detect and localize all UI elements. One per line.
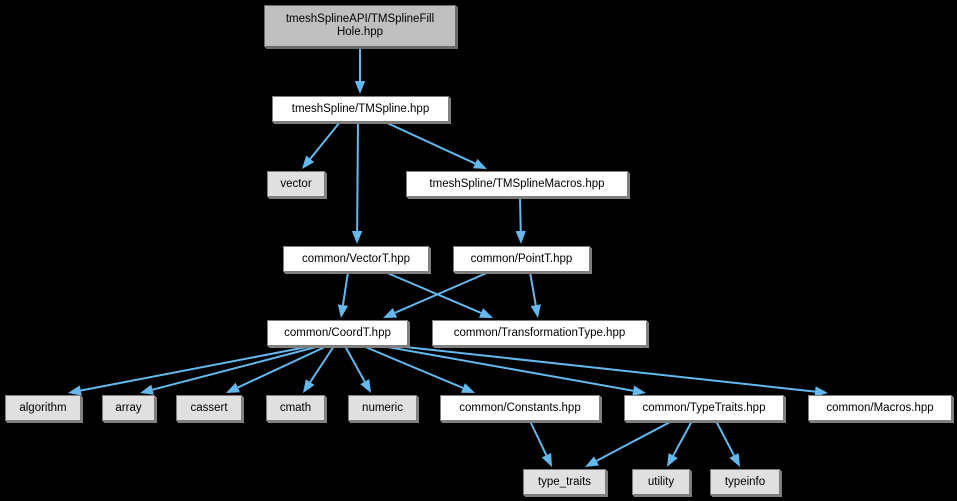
graph-edge-arrowhead xyxy=(667,453,678,467)
graph-edge xyxy=(395,345,816,393)
graph-edge xyxy=(356,121,359,232)
graph-edge-arrowhead xyxy=(515,230,526,244)
graph-node-common-vectort-hpp[interactable]: common/VectorT.hpp xyxy=(283,246,429,272)
graph-node-tmeshsplineapi-tmsplinefill-hole-hpp[interactable]: tmeshSplineAPI/TMSplineFill Hole.hpp xyxy=(264,5,456,47)
graph-edge xyxy=(152,345,321,391)
graph-edge-arrowhead xyxy=(360,379,371,393)
graph-edge-arrowhead xyxy=(337,304,349,318)
graph-node-common-typetraits-hpp[interactable]: common/TypeTraits.hpp xyxy=(624,395,784,421)
graph-edge-arrowhead xyxy=(351,230,363,244)
graph-node-algorithm[interactable]: algorithm xyxy=(5,395,81,421)
graph-edge-arrowhead xyxy=(461,383,475,393)
graph-edge-arrowhead xyxy=(302,155,315,169)
graph-edge xyxy=(394,271,490,314)
graph-edge-arrowhead xyxy=(530,304,541,318)
graph-node-tmeshspline-tmsplinemacros-hpp[interactable]: tmeshSpline/TMSplineMacros.hpp xyxy=(406,171,628,197)
graph-edge-arrowhead xyxy=(473,158,487,169)
graph-node-cmath[interactable]: cmath xyxy=(266,395,325,421)
graph-edge xyxy=(362,345,464,389)
graph-edge xyxy=(672,420,693,457)
graph-edge xyxy=(596,420,673,462)
graph-node-common-transformationtype-hpp[interactable]: common/TransformationType.hpp xyxy=(432,320,647,346)
graph-edge xyxy=(519,196,522,232)
graph-edge xyxy=(715,420,735,456)
graph-edge-arrowhead xyxy=(814,386,828,397)
graph-edge-arrowhead xyxy=(585,456,599,467)
graph-node-type_traits[interactable]: type_traits xyxy=(523,469,606,495)
graph-edge xyxy=(381,345,634,392)
graph-edge-arrowhead xyxy=(541,453,552,467)
graph-edge-arrowhead xyxy=(140,384,154,395)
graph-edge xyxy=(237,345,328,389)
graph-edge-arrowhead xyxy=(729,453,740,467)
graph-node-cassert[interactable]: cassert xyxy=(176,395,242,421)
graph-node-array[interactable]: array xyxy=(102,395,155,421)
graph-edge-arrowhead xyxy=(226,382,240,393)
graph-edge-arrowhead xyxy=(68,385,82,396)
graph-edge xyxy=(309,121,341,160)
graph-node-typeinfo[interactable]: typeinfo xyxy=(710,469,780,495)
graph-node-common-macros-hpp[interactable]: common/Macros.hpp xyxy=(808,395,952,421)
graph-node-numeric[interactable]: numeric xyxy=(348,395,417,421)
graph-edge xyxy=(529,271,537,306)
graph-node-common-coordt-hpp[interactable]: common/CoordT.hpp xyxy=(267,320,408,346)
graph-edge-arrowhead xyxy=(303,379,315,393)
graph-edge-arrowhead xyxy=(383,308,397,318)
graph-node-tmeshspline-tmspline-hpp[interactable]: tmeshSpline/TMSpline.hpp xyxy=(272,96,449,122)
graph-edge xyxy=(384,121,476,165)
graph-edge xyxy=(344,345,366,383)
graph-edge-arrowhead xyxy=(479,308,493,318)
graph-node-common-constants-hpp[interactable]: common/Constants.hpp xyxy=(440,395,600,421)
graph-node-utility[interactable]: utility xyxy=(632,469,690,495)
graph-edge xyxy=(80,345,313,392)
graph-edge xyxy=(309,345,335,383)
graph-edge xyxy=(341,271,349,306)
graph-edge xyxy=(529,420,548,456)
graph-edge-arrowhead xyxy=(354,81,366,94)
graph-node-vector[interactable]: vector xyxy=(267,171,325,197)
graph-edge-arrowhead xyxy=(632,385,646,396)
graph-node-common-pointt-hpp[interactable]: common/PointT.hpp xyxy=(453,246,590,272)
graph-edge xyxy=(384,271,482,314)
